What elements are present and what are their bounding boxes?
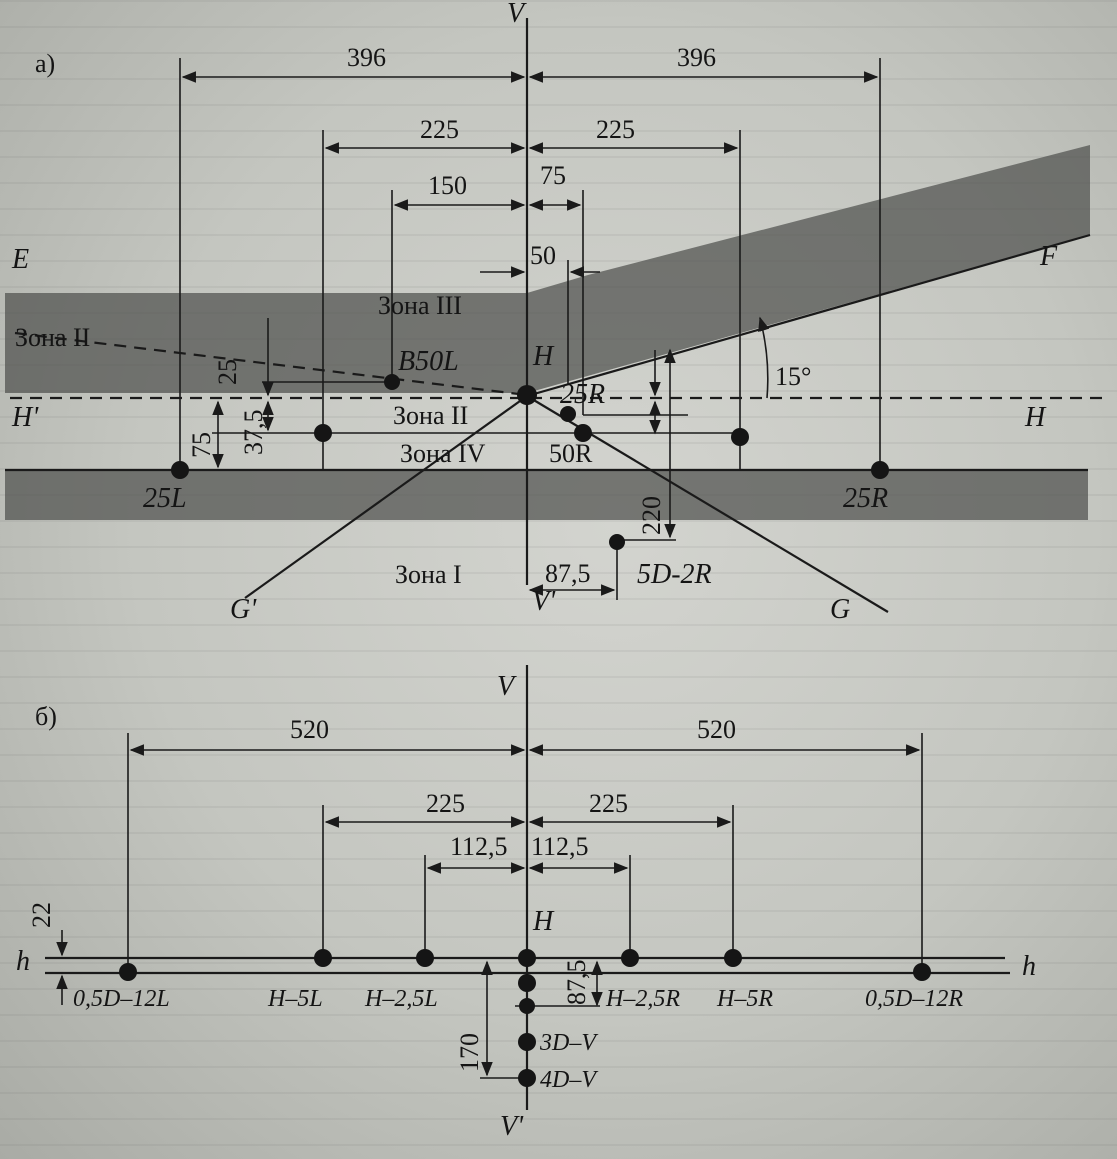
dim-37-5-label: 37,5 (239, 410, 268, 456)
dim-225-right-label: 225 (596, 115, 635, 144)
cutoff-line-15deg (526, 233, 1091, 398)
dim-225-left-label-b: 225 (426, 789, 465, 818)
dim-520-right-label: 520 (697, 715, 736, 744)
part-b-label: б) (35, 702, 57, 731)
dim-50-label: 50 (530, 241, 556, 270)
zone-ii-dashed-boundary (14, 331, 528, 397)
point-4dv-label: 4D–V (540, 1067, 598, 1093)
dim-75-vert-label: 75 (187, 432, 216, 458)
zone-iii-label: Зона III (378, 291, 462, 320)
point-25l-label: 25L (143, 483, 187, 514)
dim-22-label: 22 (27, 902, 56, 928)
axis-v-bottom-label-b: V' (500, 1111, 524, 1142)
dim-25-label: 25 (213, 359, 242, 385)
dim-225-right-label-b: 225 (589, 789, 628, 818)
point-3dv (518, 1033, 536, 1051)
letter-h-right: H (1024, 402, 1047, 433)
zone-iii-shaded-left (5, 293, 527, 393)
point-05d12l-label: 0,5D–12L (73, 986, 170, 1012)
angle-label: 15° (775, 362, 811, 391)
point-h-b (518, 949, 536, 967)
letter-h-right-b: h (1022, 951, 1036, 982)
letter-h-prime: H' (11, 402, 39, 433)
point-25l (171, 461, 189, 479)
point-25r-label: 25R (843, 483, 888, 514)
point-h25l-label: H–2,5L (364, 986, 438, 1012)
point-25r-small (560, 406, 576, 422)
part-b: б) V V' 520 520 225 225 112,5 112,5 22 8… (16, 665, 1036, 1142)
point-5d2r-label: 5D-2R (637, 559, 712, 590)
point-h5r-label: H–5R (716, 986, 773, 1012)
letter-g: G (830, 594, 850, 625)
zone-iv-label: Зона IV (400, 439, 486, 468)
point-b50l-label: B50L (398, 346, 459, 377)
point-75-left (314, 424, 332, 442)
point-h25r (621, 949, 639, 967)
point-3dv-label: 3D–V (539, 1030, 598, 1056)
point-50r-label: 50R (549, 439, 593, 468)
dim-87-5-label: 87,5 (545, 559, 591, 588)
point-25r (871, 461, 889, 479)
dim-150-label: 150 (428, 171, 467, 200)
part-a-label: а) (35, 49, 55, 78)
zone-ii-label: Зона II (393, 401, 468, 430)
zone-ii-left-label: Зона II (15, 323, 90, 352)
point-h5l (314, 949, 332, 967)
part-a: а) V V' 396 396 225 225 150 75 50 25 37,… (5, 0, 1105, 625)
dim-75-label: 75 (540, 161, 566, 190)
line-g-prime (244, 395, 528, 599)
point-05d12r (913, 963, 931, 981)
point-h5r (724, 949, 742, 967)
dim-225-left-label: 225 (420, 115, 459, 144)
point-05d12r-label: 0,5D–12R (865, 986, 963, 1012)
point-25r-small-label: 25R (560, 379, 605, 410)
zone-i-label: Зона I (395, 560, 462, 589)
dim-112-right-label: 112,5 (531, 832, 589, 861)
dim-520-left-label: 520 (290, 715, 329, 744)
dim-220-label: 220 (637, 496, 666, 535)
letter-f: F (1039, 241, 1058, 272)
letter-h-left: h (16, 946, 30, 977)
point-h5l-label: H–5L (267, 986, 323, 1012)
axis-v-bottom-label: V' (532, 586, 556, 617)
point-75-right (731, 428, 749, 446)
point-h (517, 385, 537, 405)
point-50r (574, 424, 592, 442)
angle-arrow (758, 316, 770, 333)
axis-v-top-label-b: V (497, 671, 517, 702)
dim-112-left-label: 112,5 (450, 832, 508, 861)
dim-87-5-label-b: 87,5 (562, 960, 591, 1006)
point-h-b-lower (518, 974, 536, 992)
letter-h-b: H (532, 906, 555, 937)
point-h25l (416, 949, 434, 967)
letter-e: E (11, 244, 29, 275)
dim-396-left-label: 396 (347, 43, 386, 72)
zone-iii-shaded-right (527, 145, 1090, 393)
point-5d2r (609, 534, 625, 550)
point-b50l (384, 374, 400, 390)
letter-h-center: H (532, 341, 555, 372)
point-05d12l (119, 963, 137, 981)
letter-g-prime: G' (230, 594, 257, 625)
point-h25r-label: H–2,5R (605, 986, 680, 1012)
point-4dv (518, 1069, 536, 1087)
dim-170-label: 170 (455, 1033, 484, 1072)
zone-iv-shaded-strip (5, 470, 1088, 520)
axis-v-top-label: V (507, 0, 527, 29)
dim-396-right-label: 396 (677, 43, 716, 72)
point-87-5 (519, 998, 535, 1014)
